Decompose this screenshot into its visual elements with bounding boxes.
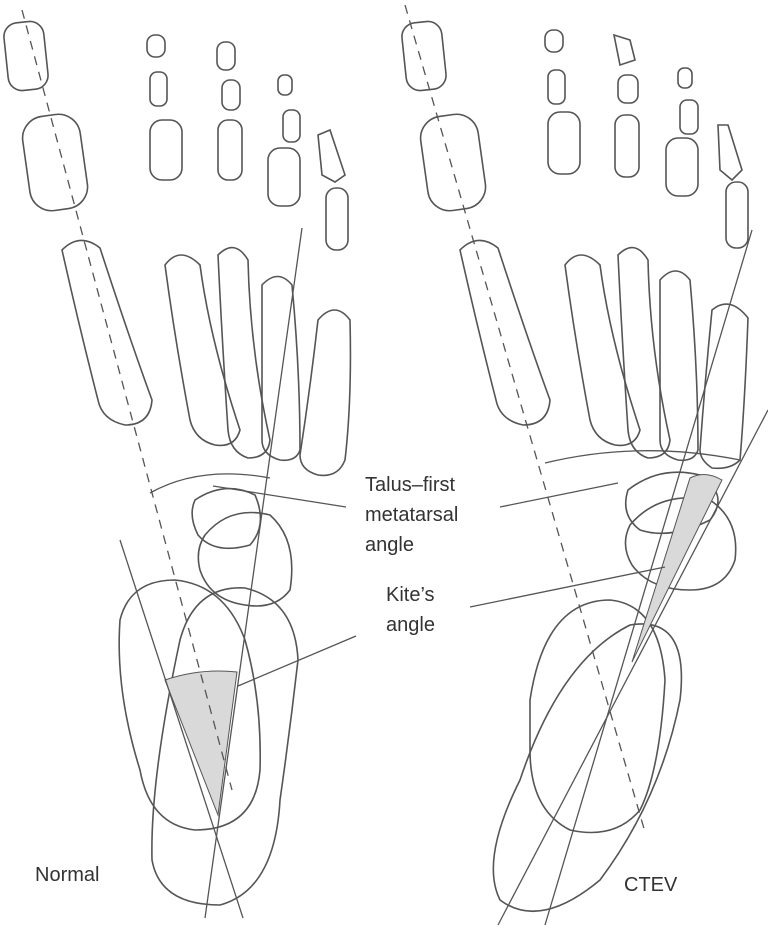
ctev-label: CTEV (624, 874, 678, 896)
ctev-cuneiform-arc (544, 450, 741, 464)
normal-foot (3, 9, 352, 919)
normal-label: Normal (35, 864, 100, 886)
cuboid (197, 511, 293, 607)
first-metatarsal (61, 239, 153, 426)
lesser-metatarsals (164, 246, 352, 477)
hallux-proximal-phalanx (21, 113, 89, 212)
ctev-calcaneus-axis (544, 229, 753, 926)
talus (118, 579, 262, 831)
talus-first-metatarsal-angle-label: Talus–first metatarsal angle (365, 470, 458, 560)
ctev-foot (401, 4, 768, 926)
first-metatarsal-axis (21, 9, 233, 791)
ctev-talus-axis (497, 409, 768, 926)
label-line: Talus–first (365, 474, 456, 496)
label-line: Kite’s (386, 584, 435, 606)
leader-lines (212, 482, 666, 687)
label-line: angle (365, 534, 414, 556)
talus-axis (119, 539, 244, 919)
label-line: metatarsal (365, 504, 459, 526)
lesser-toes (146, 34, 349, 251)
calcaneus-axis (204, 227, 303, 919)
kite-angle-shading (164, 670, 238, 817)
label-line: angle (386, 614, 435, 636)
kite-angle-label: Kite’s angle (386, 580, 435, 640)
ctev-angle-shading (631, 474, 723, 663)
cuneiform-arc (149, 473, 271, 494)
hallux-distal-phalanx (3, 20, 49, 92)
